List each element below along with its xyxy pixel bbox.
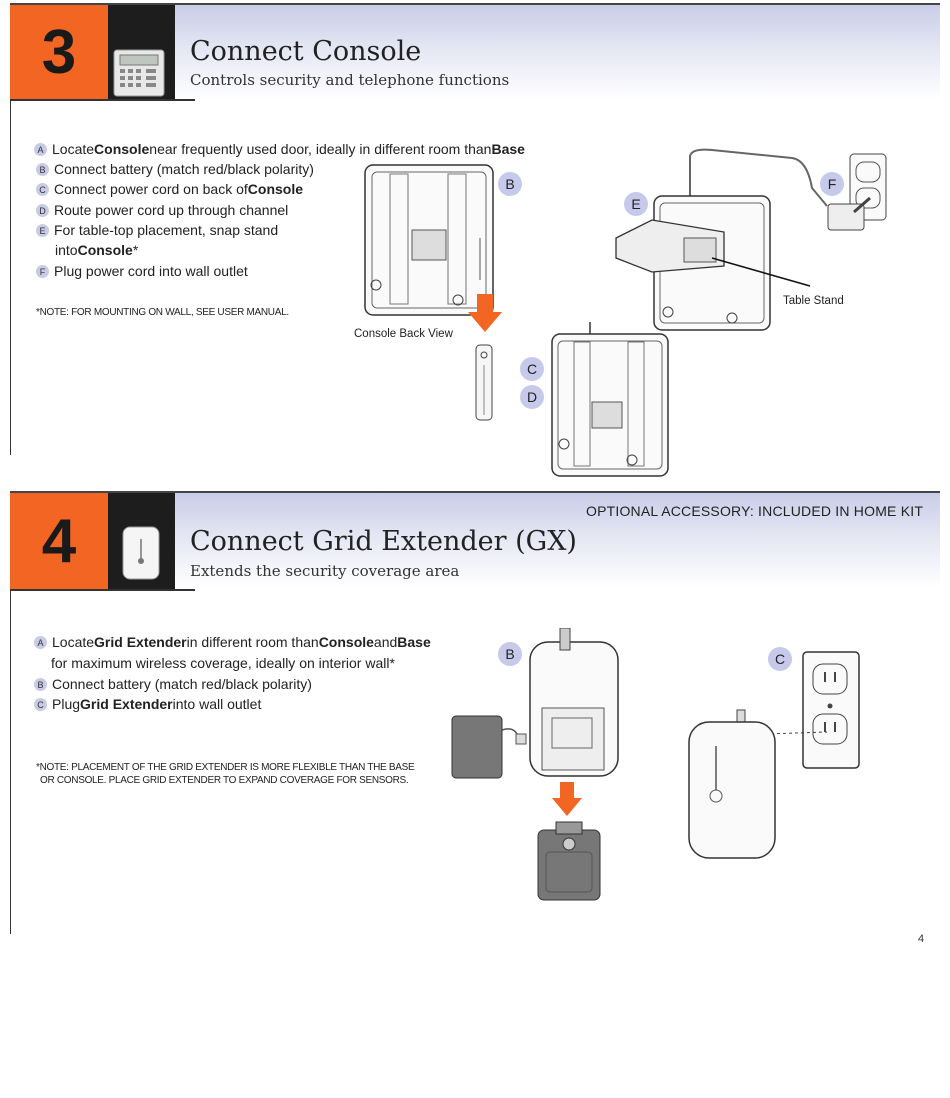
step-3e: E For table-top placement, snap stand [36,222,278,238]
power-cord-plug-illustration [475,344,493,421]
wall-outlet-illustration [827,153,887,231]
step-letter-badge: B [34,678,47,691]
section-4-frame [10,491,11,934]
step-4c: C Plug Grid Extender into wall outlet [34,696,261,712]
callout-3c: C [520,357,544,381]
battery-pack-illustration [451,715,527,779]
section-4-header-band [175,493,940,588]
section-3-frame [10,3,11,455]
section-3-header-rule [10,99,195,101]
grid-extender-open-illustration [529,628,619,777]
down-arrow-icon [468,294,502,332]
section-4-icon-box [108,493,175,589]
callout-3d: D [520,385,544,409]
section-4-note-line-2: OR CONSOLE. PLACE GRID EXTENDER TO EXPAN… [40,775,409,786]
section-3-title: Connect Console [190,36,422,67]
callout-3b: B [498,172,522,196]
step-letter-badge: A [34,143,47,156]
step-letter-badge: C [34,698,47,711]
section-4-number: 4 [10,493,108,589]
console-keypad-icon [113,49,165,97]
section-4-title: Connect Grid Extender (GX) [190,526,577,557]
section-3-header-band [175,5,940,100]
step-3e-continued: into Console* [55,242,139,258]
section-4-top-rule [10,491,940,493]
callout-3f: F [820,172,844,196]
page-number: 4 [918,933,925,945]
step-3a: A Locate Console near frequently used do… [34,141,525,157]
section-3-subtitle: Controls security and telephone function… [190,71,510,89]
step-letter-badge: F [36,265,49,278]
console-routed-cord-illustration [551,322,669,477]
section-3-note: *NOTE: FOR MOUNTING ON WALL, SEE USER MA… [36,307,289,318]
step-3d: D Route power cord up through channel [36,202,288,218]
section-4-note-line-1: *NOTE: PLACEMENT OF THE GRID EXTENDER IS… [36,762,415,773]
callout-4c: C [768,647,792,671]
section-3-icon-box [108,5,175,100]
grid-extender-icon [122,526,160,580]
callout-3e: E [624,192,648,216]
battery-cover-illustration [537,821,601,901]
step-letter-badge: B [36,163,49,176]
down-arrow-icon [552,782,582,816]
table-stand-caption: Table Stand [783,295,844,307]
grid-extender-plugged-illustration [688,651,860,859]
step-letter-badge: A [34,636,47,649]
step-4a-continued: for maximum wireless coverage, ideally o… [51,655,395,671]
section-4-subtitle: Extends the security coverage area [190,562,460,580]
step-3b: B Connect battery (match red/black polar… [36,161,314,177]
step-4a: A Locate Grid Extender in different room… [34,634,431,650]
section-3-top-rule [10,3,940,5]
step-letter-badge: D [36,204,49,217]
step-letter-badge: C [36,183,49,196]
step-4b: B Connect battery (match red/black polar… [34,676,312,692]
step-3c: C Connect power cord on back of Console [36,181,303,197]
console-back-view-caption: Console Back View [354,328,453,340]
console-with-table-stand-illustration [615,148,828,331]
optional-accessory-label: OPTIONAL ACCESSORY: INCLUDED IN HOME KIT [586,503,924,519]
console-back-view-illustration [364,164,494,316]
section-4-header-rule [10,589,195,591]
step-3f: F Plug power cord into wall outlet [36,263,248,279]
section-3-number: 3 [10,5,108,100]
step-letter-badge: E [36,224,49,237]
callout-4b: B [498,642,522,666]
